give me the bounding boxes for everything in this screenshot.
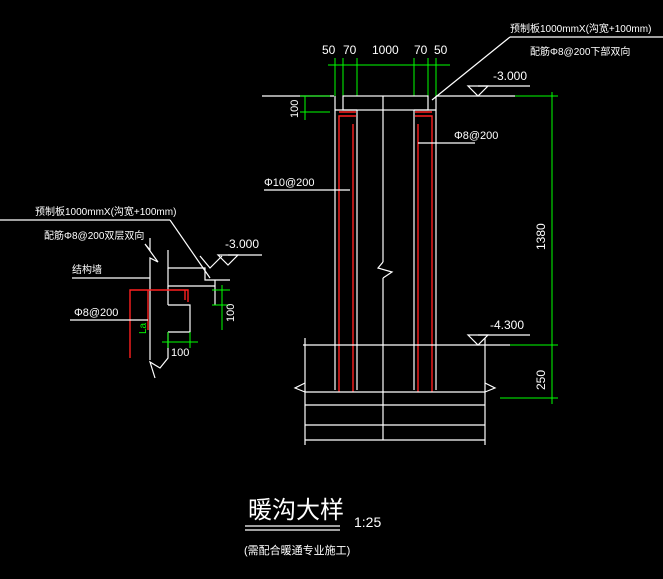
top-dim-70-left: 70 xyxy=(343,43,357,57)
vert-dim-1380: 1380 xyxy=(534,223,548,250)
rebar-callouts: Φ8@200 Φ10@200 xyxy=(264,130,498,191)
footing-right-break xyxy=(484,382,497,393)
corbel-outline xyxy=(168,304,191,333)
slab-dim-value: 100 xyxy=(289,100,301,118)
left-rebar-callout: Φ8@200 La xyxy=(70,307,149,334)
level-bottom-value: -4.300 xyxy=(490,318,524,332)
drawing-title-block: 暖沟大样 1:25 (需配合暖通专业施工) xyxy=(244,496,381,557)
left-vdim-value: 100 xyxy=(225,304,237,322)
footing-left-break xyxy=(293,382,306,393)
drawing-subtitle: (需配合暖通专业施工) xyxy=(244,543,350,557)
right-note-leader xyxy=(431,36,511,101)
right-vertical-dims: 1380 250 xyxy=(500,92,558,404)
left-rebars xyxy=(129,289,189,358)
right-note-line1: 预制板1000mmX(沟宽+100mm) xyxy=(510,22,651,35)
wall-break-bottom xyxy=(148,332,169,379)
right-precast-note: 预制板1000mmX(沟宽+100mm) 配筋Φ8@200下部双向 xyxy=(431,22,663,101)
left-section-outline xyxy=(144,238,230,379)
slab-bottom-outline xyxy=(167,268,215,287)
left-dims: 100 100 xyxy=(162,285,237,359)
left-precast-note: 预制板1000mmX(沟宽+100mm) 配筋Φ8@200双层双向 xyxy=(0,205,211,279)
top-dim-50-right: 50 xyxy=(434,43,448,57)
right-note-line2: 配筋Φ8@200下部双向 xyxy=(530,45,630,58)
vert-dim-250: 250 xyxy=(534,370,548,390)
slab-top-outline xyxy=(167,250,230,281)
left-note-leader xyxy=(169,219,211,279)
slab-body xyxy=(342,95,429,111)
rebar-left-outer xyxy=(338,115,356,392)
top-dim-1000: 1000 xyxy=(372,43,399,57)
right-detail: 预制板1000mmX(沟宽+100mm) 配筋Φ8@200下部双向 50 70 … xyxy=(262,22,663,445)
wall-callout: 结构墙 xyxy=(72,263,150,279)
top-dim-70-right: 70 xyxy=(414,43,428,57)
outer-rebar-label: Φ10@200 xyxy=(264,177,315,189)
left-level-marker: -3.000 xyxy=(216,237,262,266)
drawing-title: 暖沟大样 xyxy=(248,496,344,524)
right-top-dimensions: 50 70 1000 70 50 xyxy=(322,43,450,96)
rebar-lines xyxy=(338,111,433,392)
rebar-right-outer xyxy=(415,115,433,392)
slab-thickness-dim: 100 xyxy=(289,95,330,120)
left-level-value: -3.000 xyxy=(225,237,259,251)
inner-rebar-label: Φ8@200 xyxy=(454,130,498,142)
level-triangle-top xyxy=(466,85,490,97)
level-marker-bottom: -4.300 xyxy=(303,318,530,346)
trench-footing xyxy=(293,338,497,445)
slab-chevron xyxy=(199,255,223,269)
left-note-line1: 预制板1000mmX(沟宽+100mm) xyxy=(35,205,176,218)
left-detail: 预制板1000mmX(沟宽+100mm) 配筋Φ8@200双层双向 -3.000… xyxy=(0,205,262,379)
break-symbol xyxy=(376,261,394,279)
top-dim-50-left: 50 xyxy=(322,43,336,57)
left-note-line2: 配筋Φ8@200双层双向 xyxy=(44,229,144,242)
anchor-label: La xyxy=(138,322,149,334)
drawing-scale: 1:25 xyxy=(354,514,381,530)
level-marker-top: -3.000 xyxy=(466,69,530,97)
left-hdim-value: 100 xyxy=(171,347,189,359)
left-rebar-main xyxy=(129,289,189,358)
wall-label: 结构墙 xyxy=(72,263,102,276)
precast-slab xyxy=(334,95,437,111)
trench-walls xyxy=(334,96,437,440)
wall-break-top xyxy=(144,238,159,360)
left-rebar-label: Φ8@200 xyxy=(74,307,118,319)
level-top-value: -3.000 xyxy=(493,69,527,83)
